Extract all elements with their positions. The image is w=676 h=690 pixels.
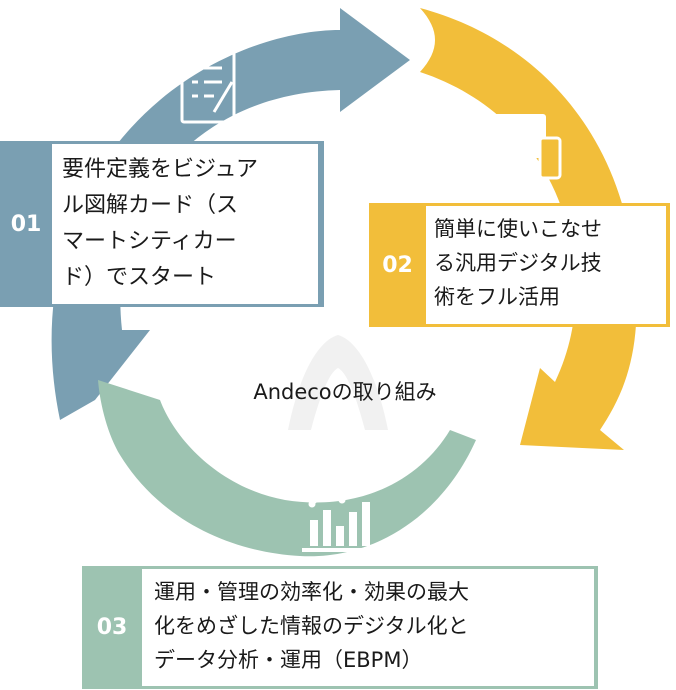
- step-02-number: 02: [382, 252, 413, 278]
- step-03-line: 化をめざした情報のデジタル化と: [154, 614, 469, 638]
- cycle-segment-02: [420, 8, 637, 450]
- step-01-text: 要件定義をビジュア ル図解カード（ス マートシティカー ド）でスタート: [52, 144, 318, 304]
- center-title: Andecoの取り組み: [253, 380, 437, 404]
- step-03-box: 03 運用・管理の効率化・効果の最大 化をめざした情報のデジタル化と データ分析…: [82, 566, 598, 689]
- document-checklist-icon: [180, 50, 236, 124]
- step-01-line: ド）でスタート: [62, 265, 217, 290]
- step-02-line: 術をフル活用: [434, 285, 560, 309]
- cycle-segment-03: [98, 380, 476, 557]
- step-01-line: 要件定義をビジュア: [62, 157, 259, 182]
- center-arch-decoration: [288, 335, 388, 430]
- step-01-box: 01 要件定義をビジュア ル図解カード（ス マートシティカー ド）でスタート: [0, 141, 324, 307]
- step-03-line: 運用・管理の効率化・効果の最大: [154, 580, 469, 604]
- desktop-and-phone-icon: [488, 114, 562, 180]
- step-03-text: 運用・管理の効率化・効果の最大 化をめざした情報のデジタル化と データ分析・運用…: [142, 569, 594, 686]
- step-02-line: 簡単に使いこなせ: [434, 217, 602, 241]
- step-03-number: 03: [96, 615, 128, 640]
- step-02-text: 簡単に使いこなせ る汎用デジタル技 術をフル活用: [426, 206, 666, 324]
- step-03-line: データ分析・運用（EBPM）: [154, 648, 423, 672]
- step-01-line: マートシティカー: [62, 229, 237, 254]
- bar-chart-analytics-icon: [302, 478, 376, 552]
- step-01-number: 01: [10, 211, 42, 237]
- step-01-line: ル図解カード（ス: [62, 193, 239, 218]
- step-02-box: 02 簡単に使いこなせ る汎用デジタル技 術をフル活用: [369, 203, 670, 327]
- step-02-line: る汎用デジタル技: [434, 251, 602, 275]
